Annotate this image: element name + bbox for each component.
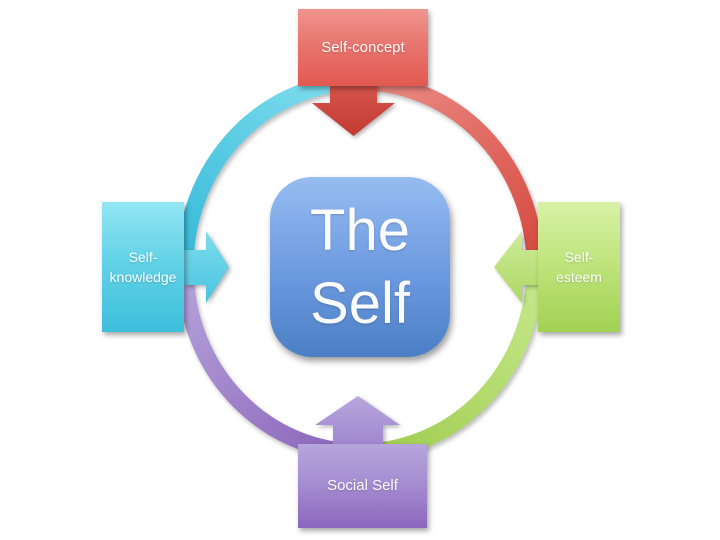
node-self-esteem-label-line1: Self-: [564, 249, 594, 265]
arrow-right-icon: [184, 231, 229, 303]
inward-arrows: [184, 83, 540, 445]
node-self-knowledge: Self- knowledge: [102, 202, 184, 332]
node-self-esteem: Self- esteem: [538, 202, 620, 332]
node-self-knowledge-label-line1: Self-: [128, 249, 158, 265]
arrow-down-icon: [312, 83, 395, 136]
ring-arc-top-right: [359, 73, 544, 268]
node-social-self-label: Social Self: [327, 477, 398, 494]
node-self-esteem-label-line2: esteem: [556, 269, 602, 285]
node-self-knowledge-label-line2: knowledge: [109, 269, 177, 285]
node-self-concept: Self-concept: [298, 9, 428, 86]
arrow-left-icon: [494, 231, 540, 303]
center-title-line2: Self: [310, 271, 410, 336]
arrow-up-icon: [315, 396, 400, 445]
ring-arc-top-left: [176, 73, 361, 268]
node-self-concept-label: Self-concept: [321, 38, 405, 56]
node-social-self: Social Self: [298, 444, 427, 528]
node-the-self: The Self: [270, 177, 450, 357]
center-title-line1: The: [310, 198, 410, 263]
